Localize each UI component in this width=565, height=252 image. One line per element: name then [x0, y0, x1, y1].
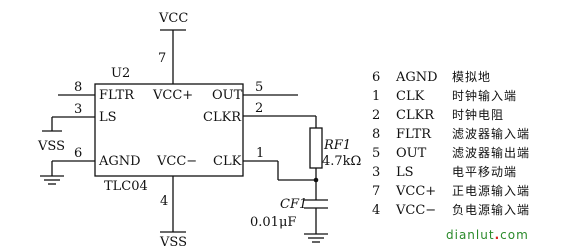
cf1-ref: CF1 [280, 197, 307, 212]
site-watermark: dianlut.com [446, 228, 529, 242]
pin-row-signal: CLK [396, 89, 425, 104]
pin-6-number: 6 [74, 146, 82, 161]
pin-fltr-label: FLTR [99, 88, 135, 103]
pin-row-number: 1 [372, 89, 381, 104]
vcc-top-label: VCC [158, 11, 188, 26]
pin-row-signal: AGND [396, 70, 438, 85]
pin-row: 7 VCC+ 正电源输入端 [372, 182, 562, 201]
watermark-text: dianlut [446, 228, 495, 242]
watermark-dot: . [494, 228, 501, 242]
pin-1-number: 1 [256, 146, 264, 161]
pin-row-number: 8 [372, 127, 381, 142]
pin-row: 6 AGND 模拟地 [372, 68, 562, 87]
pin-clk-label: CLK [213, 154, 242, 169]
pin-row-description: 正电源输入端 [452, 184, 531, 198]
rf1-resistor [309, 127, 323, 169]
pin-agnd-label: AGND [98, 154, 141, 169]
pin-row-description: 模拟地 [452, 70, 492, 84]
pin-row-number: 4 [372, 203, 381, 218]
pin-row-signal: CLKR [396, 108, 435, 123]
pin-row-signal: VCC− [396, 203, 437, 218]
pin-row: 3 LS 电平移动端 [372, 163, 562, 182]
ic-part-number: TLC04 [104, 179, 148, 194]
pin-row-description: 时钟输入端 [452, 89, 518, 103]
pin-clkr-label: CLKR [203, 110, 242, 125]
pin-row: 8 FLTR 滤波器输入端 [372, 125, 562, 144]
watermark-suffix: com [500, 228, 529, 242]
pin-8-number: 8 [74, 80, 82, 95]
pin-row: 5 OUT 滤波器输出端 [372, 144, 562, 163]
vss-left-label: VSS [37, 139, 65, 154]
pin-description-table: 6 AGND 模拟地 1 CLK 时钟输入端 2 CLKR 时钟电阻 8 FLT… [372, 68, 562, 220]
pin-out-label: OUT [212, 88, 243, 103]
pin-row-description: 时钟电阻 [452, 108, 505, 122]
junction-dot [313, 177, 319, 183]
rf1-ref: RF1 [323, 138, 351, 153]
pin-row: 1 CLK 时钟输入端 [372, 87, 562, 106]
pin-row-description: 电平移动端 [452, 165, 518, 179]
pin-2-number: 2 [255, 101, 263, 116]
pin-4-number: 4 [160, 194, 168, 209]
pin-row: 2 CLKR 时钟电阻 [372, 106, 562, 125]
rf1-value: 4.7kΩ [322, 154, 361, 169]
pin-5-number: 5 [255, 80, 263, 95]
pin-ls-label: LS [99, 110, 117, 125]
pin-row-signal: VCC+ [396, 184, 437, 199]
cf1-value: 0.01μF [250, 215, 296, 230]
vss-bottom-label: VSS [159, 235, 187, 250]
pin-vccm-label: VCC− [156, 154, 197, 169]
pin-row-number: 7 [372, 184, 381, 199]
pin-row-signal: LS [396, 165, 414, 180]
pin-row: 4 VCC− 负电源输入端 [372, 201, 562, 220]
pin-row-signal: FLTR [396, 127, 432, 142]
pin-row-description: 滤波器输入端 [452, 127, 531, 141]
pin-row-signal: OUT [396, 146, 427, 161]
pin-row-number: 3 [372, 165, 381, 180]
ic-body [94, 83, 244, 177]
ic-ref: U2 [111, 66, 130, 81]
pin-row-description: 滤波器输出端 [452, 146, 531, 160]
pin-3-number: 3 [74, 102, 82, 117]
pin-row-number: 5 [372, 146, 381, 161]
pin-row-number: 6 [372, 70, 381, 85]
pin-row-number: 2 [372, 108, 381, 123]
pin-7-number: 7 [158, 51, 166, 66]
pin-vccp-label: VCC+ [152, 88, 193, 103]
pin-row-description: 负电源输入端 [452, 203, 531, 217]
